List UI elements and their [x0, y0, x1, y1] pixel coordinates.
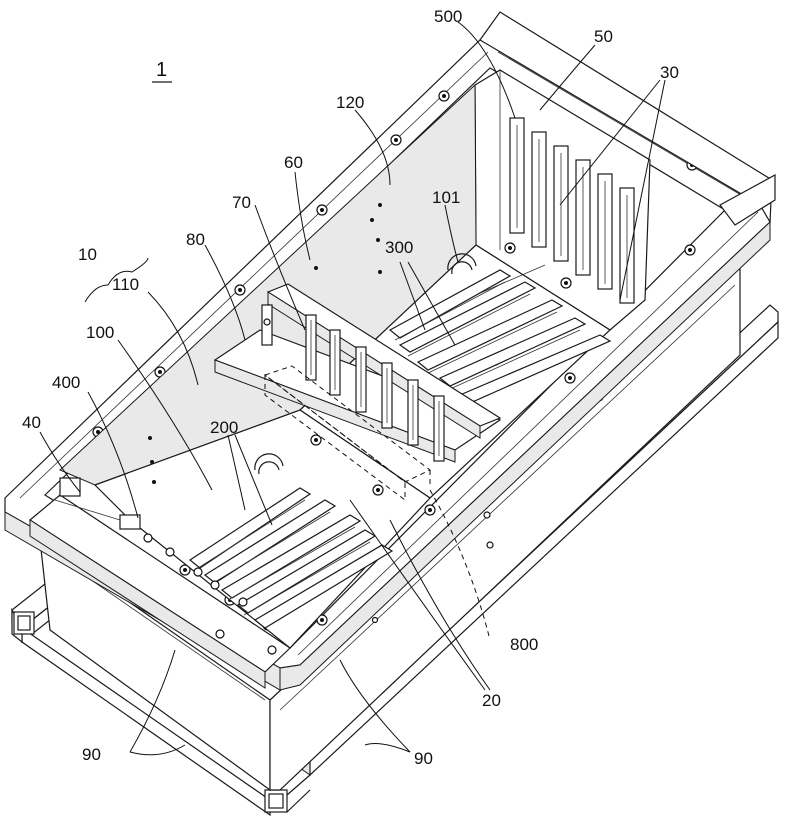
figure-number: 1 [156, 59, 167, 81]
label-90-left: 90 [82, 745, 101, 764]
label-40: 40 [22, 413, 41, 432]
label-101: 101 [432, 188, 460, 207]
label-400: 400 [52, 373, 80, 392]
label-200: 200 [210, 418, 238, 437]
label-70: 70 [232, 193, 251, 212]
label-110: 110 [112, 275, 139, 294]
label-300: 300 [385, 238, 413, 257]
label-800: 800 [510, 635, 538, 654]
label-120: 120 [336, 93, 364, 112]
label-100: 100 [86, 323, 114, 342]
label-20: 20 [482, 691, 501, 710]
label-90-right: 90 [414, 749, 433, 768]
label-60: 60 [284, 153, 303, 172]
label-10: 10 [78, 245, 97, 264]
label-500: 500 [434, 7, 462, 26]
label-80: 80 [186, 230, 205, 249]
label-50: 50 [594, 27, 613, 46]
label-30: 30 [660, 63, 679, 82]
